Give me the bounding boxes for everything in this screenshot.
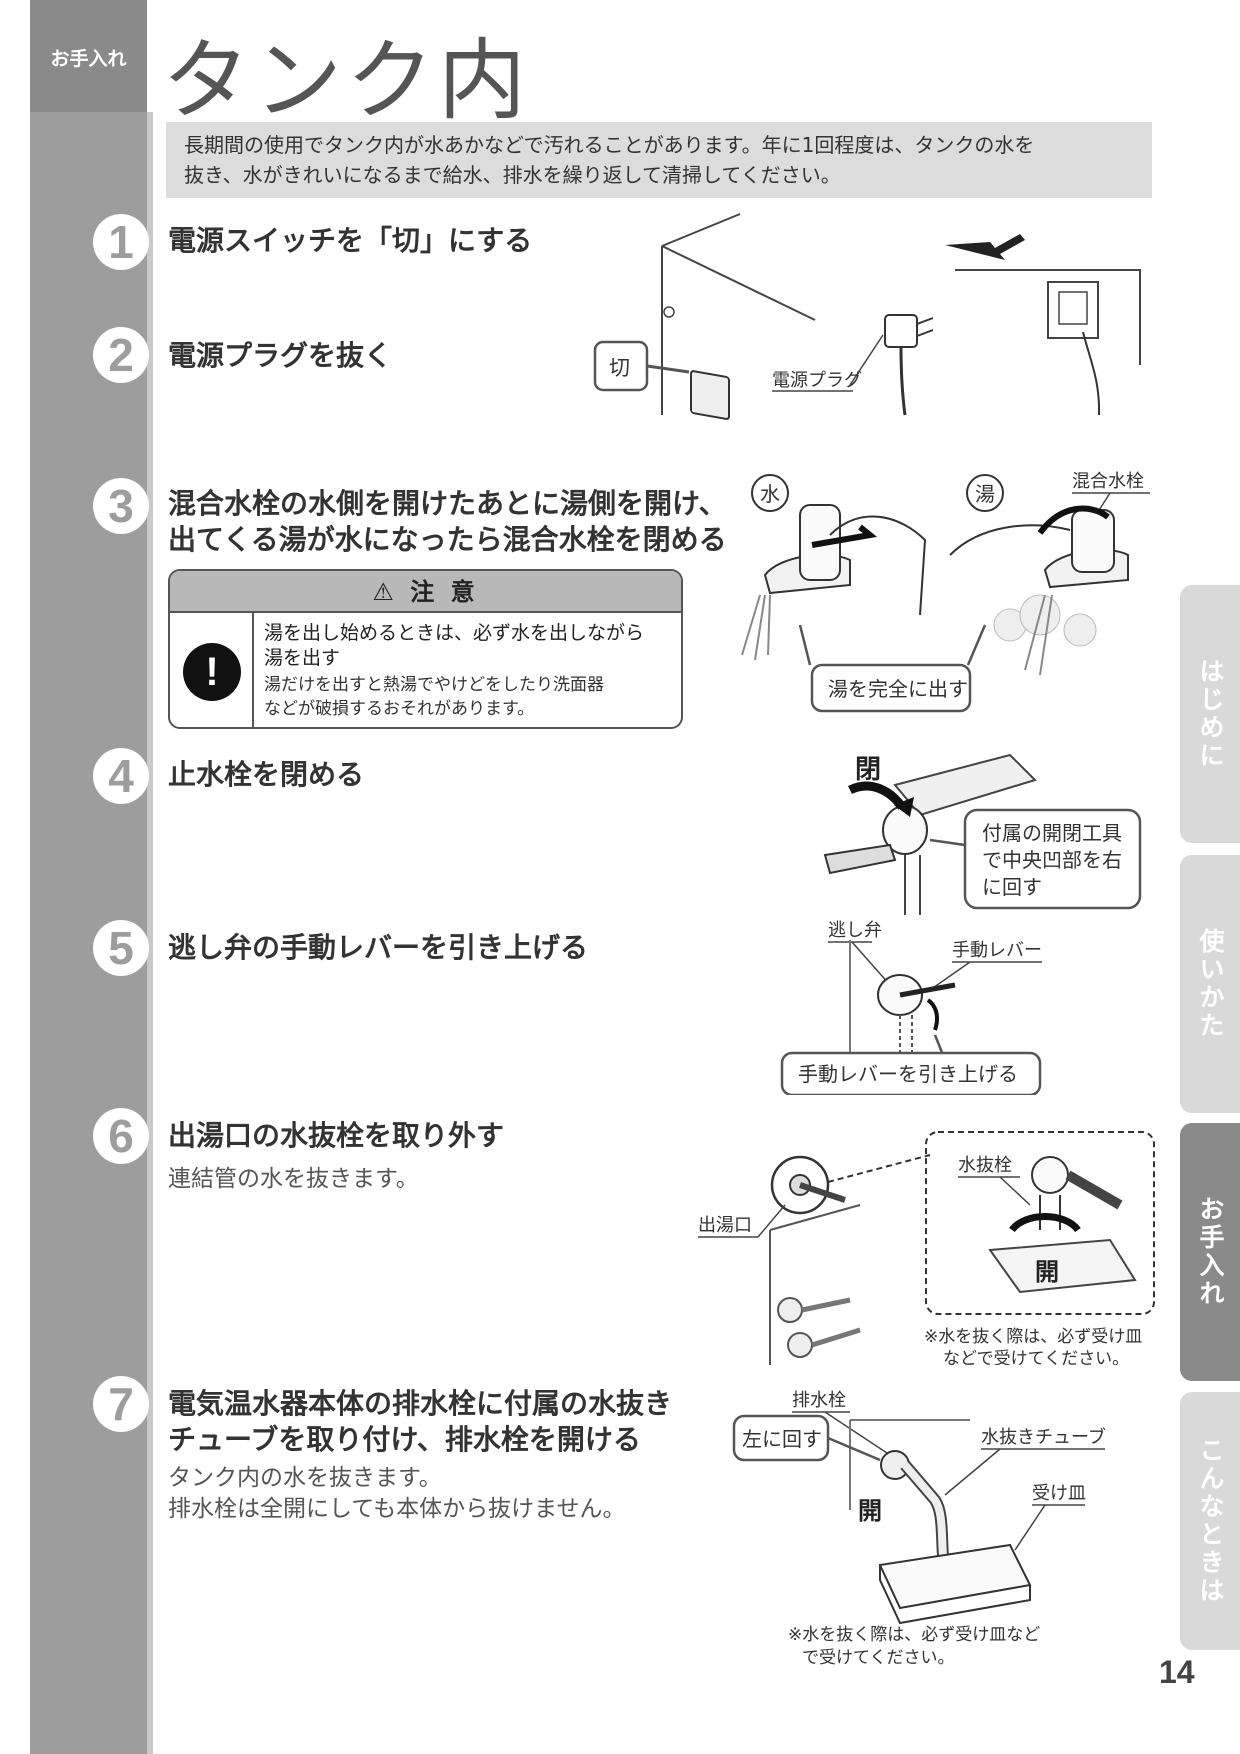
step-7-title-line-2: チューブを取り付け、排水栓を開ける (168, 1423, 641, 1456)
step-number-3: 3 (93, 478, 149, 534)
drain-valve-label: 排水栓 (792, 1390, 846, 1411)
step-7-sub-line-2: 排水栓は全開にしても本体から抜けません。 (168, 1496, 626, 1522)
close-label: 閉 (855, 755, 881, 785)
caution-sub-line-1: 湯だけを出すと熱湯でやけどをしたり洗面器 (264, 675, 604, 695)
band-divider (147, 112, 153, 1754)
outlet-label: 出湯口 (698, 1215, 752, 1236)
hot-full-callout: 湯を完全に出す (828, 677, 968, 701)
step-number-4: 4 (93, 748, 149, 804)
caution-main-line-2: 湯を出す (264, 647, 341, 669)
step-5-title: 逃し弁の手動レバーを引き上げる (168, 931, 589, 964)
caution-main-line-1: 湯を出し始めるときは、必ず水を出しながら (264, 622, 645, 644)
drain-plug-label: 水抜栓 (958, 1155, 1012, 1176)
step-3-title-line-1: 混合水栓の水側を開けたあとに湯側を開け、 (168, 487, 727, 520)
relief-valve-label: 逃し弁 (828, 920, 882, 941)
caution-heading: ⚠ 注 意 (170, 571, 681, 613)
open-label-2: 開 (858, 1497, 882, 1525)
note-2-line-1: ※水を抜く際は、必ず受け皿など (788, 1625, 1040, 1645)
power-switch-illustration: 切 電源プラグ (593, 213, 1141, 420)
side-tab-troubleshooting[interactable]: こんなときは (1180, 1392, 1240, 1650)
step-7-title-line-1: 電気温水器本体の排水栓に付属の水抜き (168, 1387, 673, 1420)
relief-valve-illustration: 逃し弁 手動レバー 手動レバーを引き上げる (780, 920, 1042, 1095)
note-1-line-1: ※水を抜く際は、必ず受け皿 (924, 1327, 1142, 1347)
manual-lever-label: 手動レバー (952, 940, 1042, 961)
arrow-icon (945, 234, 1025, 260)
step-6-title: 出湯口の水抜栓を取り外す (168, 1119, 505, 1152)
switch-off-label: 切 (609, 356, 630, 380)
caution-box: ⚠ 注 意 ! 湯を出し始めるときは、必ず水を出しながら 湯を出す 湯だけを出す… (168, 569, 683, 729)
step-3-title-line-2: 出てくる湯が水になったら混合水栓を閉める (168, 523, 727, 556)
stop-valve-illustration: 閉 付属の開閉工具 で中央凹部を右 に回す (823, 753, 1142, 915)
step-number-7: 7 (93, 1376, 149, 1432)
intro-line-1: 長期間の使用でタンク内が水あかなどで汚れることがあります。年に1回程度は、タンク… (184, 133, 1035, 157)
step-2-title: 電源プラグを抜く (168, 339, 393, 372)
hot-label: 湯 (975, 482, 995, 506)
step-number-1: 1 (93, 214, 149, 270)
note-2-line-2: で受けてください。 (802, 1648, 955, 1668)
step-7-sub-line-1: タンク内の水を抜きます。 (168, 1465, 442, 1491)
caution-sub-text: 湯だけを出すと熱湯でやけどをしたり洗面器 などが破損するおそれがあります。 (264, 673, 679, 721)
tool-callout-line-2: で中央凹部を右 (982, 848, 1122, 872)
tray-label: 受け皿 (1032, 1483, 1086, 1504)
step-number-5: 5 (93, 920, 149, 976)
side-tab-maintenance[interactable]: お手入れ (1180, 1123, 1240, 1381)
side-tab-introduction[interactable]: はじめに (1180, 585, 1240, 843)
section-tag-block (30, 0, 147, 112)
step-1-title: 電源スイッチを「切」にする (168, 224, 533, 257)
mixer-faucet-illustration: 水 湯 混合水栓 湯を完全に出す (741, 471, 1150, 713)
note-1-line-2: などで受けてください。 (943, 1349, 1129, 1365)
water-label: 水 (760, 482, 780, 506)
drain-tube-label: 水抜きチューブ (981, 1426, 1106, 1448)
page-title: タンク内 (162, 29, 531, 132)
power-plug-label: 電源プラグ (772, 370, 862, 391)
intro-box: 長期間の使用でタンク内が水あかなどで汚れることがあります。年に1回程度は、タンク… (166, 122, 1152, 198)
mixer-faucet-label: 混合水栓 (1072, 471, 1144, 492)
step-number-2: 2 (93, 327, 149, 383)
page-number: 14 (1159, 1654, 1195, 1690)
step-4-title: 止水栓を閉める (168, 758, 365, 791)
section-tag: お手入れ (50, 48, 127, 70)
lever-callout: 手動レバーを引き上げる (798, 1062, 1018, 1086)
caution-main-text: 湯を出し始めるときは、必ず水を出しながら 湯を出す (264, 621, 679, 671)
turn-left-callout: 左に回す (742, 1427, 822, 1451)
side-tab-usage[interactable]: 使いかた (1180, 855, 1240, 1113)
caution-icon-cell: ! (170, 613, 254, 727)
caution-sub-line-2: などが破損するおそれがあります。 (264, 699, 535, 719)
tool-callout-line-3: に回す (982, 875, 1042, 899)
step-number-6: 6 (93, 1108, 149, 1164)
exclamation-icon: ! (183, 643, 241, 701)
left-band (30, 0, 147, 1754)
step-6-sub: 連結管の水を抜きます。 (168, 1166, 419, 1192)
tool-callout-line-1: 付属の開閉工具 (982, 821, 1122, 845)
intro-line-2: 抜き、水がきれいになるまで給水、排水を繰り返して清掃してください。 (184, 163, 841, 187)
drain-valve-illustration: 排水栓 水抜きチューブ 受け皿 左に回す 開 ※水を抜く際は、必ず受け皿など で… (732, 1390, 1106, 1668)
drain-plug-illustration: 出湯口 水抜栓 開 ※水を抜く際は、必ず受け皿 などで受けてください。 (698, 1131, 1155, 1365)
open-label-1: 開 (1035, 1258, 1059, 1286)
